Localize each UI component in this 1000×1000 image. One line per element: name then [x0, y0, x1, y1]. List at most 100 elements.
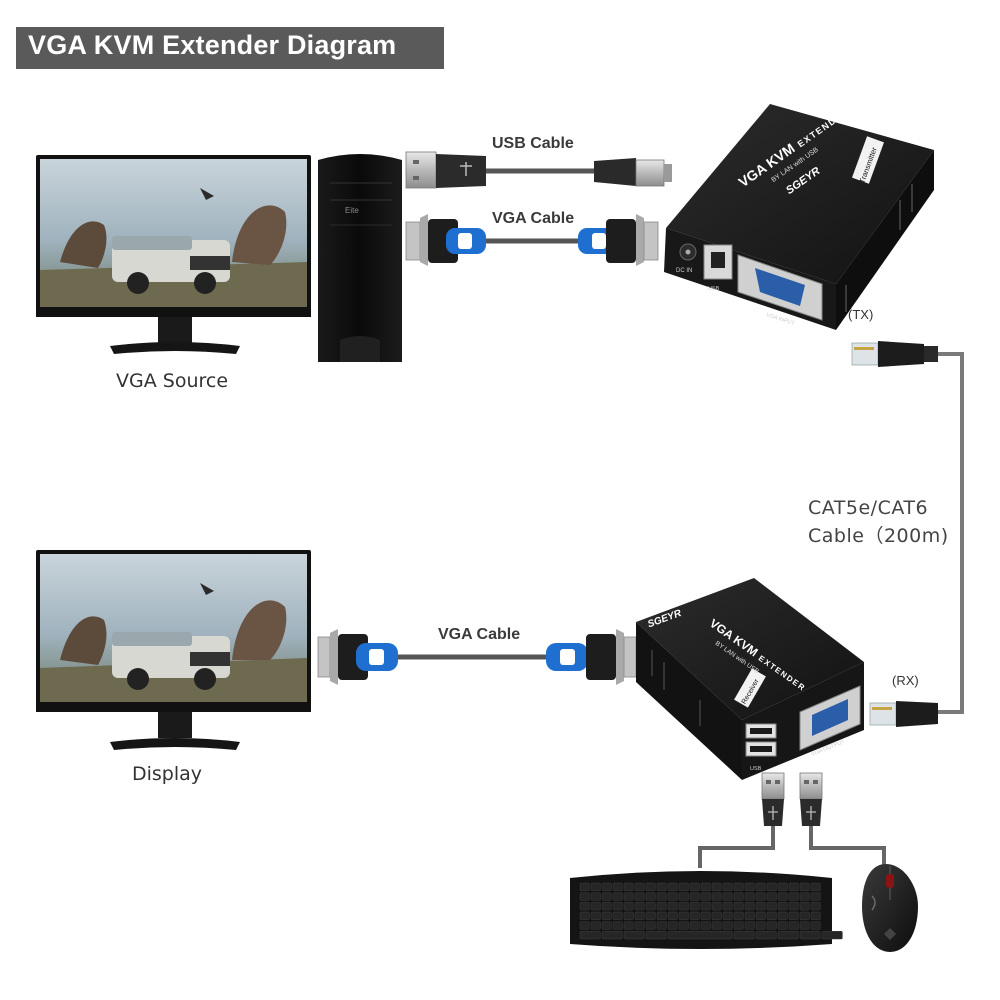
keyboard-icon [570, 871, 843, 949]
usb-cable-mouse-line [809, 826, 886, 868]
keyboard-key [711, 921, 722, 930]
keyboard-key [667, 882, 678, 891]
transmitter-device-icon [664, 104, 934, 330]
display-label: Display [132, 763, 203, 785]
keyboard-key [799, 892, 810, 901]
keyboard-key [634, 921, 645, 930]
keyboard-key [766, 882, 777, 891]
rx-label: (RX) [892, 673, 919, 688]
keyboard-key [590, 882, 601, 891]
keyboard-key [810, 882, 821, 891]
keyboard-key [601, 911, 612, 920]
keyboard-key [722, 921, 733, 930]
vga-plug-left-icon [405, 214, 486, 266]
keyboard-key [744, 892, 755, 901]
keyboard-key [733, 911, 744, 920]
keyboard-key [744, 902, 755, 911]
keyboard-key [656, 902, 667, 911]
keyboard-key [810, 911, 821, 920]
vga-cable-label-bottom: VGA Cable [438, 626, 521, 643]
keyboard-key [722, 911, 733, 920]
keyboard-key [645, 882, 656, 891]
usb-plug-keyboard-icon [761, 772, 785, 826]
keyboard-key [612, 892, 623, 901]
keyboard-key [777, 892, 788, 901]
keyboard-key [733, 921, 744, 930]
keyboard-key [590, 911, 601, 920]
usb-b-plug-icon [594, 158, 672, 187]
keyboard-key [579, 931, 601, 940]
keyboard-key [601, 902, 612, 911]
keyboard-key [678, 902, 689, 911]
keyboard-key [667, 892, 678, 901]
keyboard-key [623, 882, 634, 891]
keyboard-key [656, 882, 667, 891]
keyboard-key [645, 921, 656, 930]
rj45-plug-tx-icon [851, 341, 938, 367]
keyboard-key [689, 882, 700, 891]
keyboard-key [634, 902, 645, 911]
keyboard-key [788, 892, 799, 901]
keyboard-key [667, 921, 678, 930]
display-monitor-icon [36, 550, 311, 750]
vga-plug-display-icon [317, 629, 398, 685]
keyboard-key [777, 931, 799, 940]
keyboard-key [689, 921, 700, 930]
keyboard-key [634, 911, 645, 920]
title-banner [16, 27, 444, 69]
keyboard-key [623, 921, 634, 930]
keyboard-key [689, 892, 700, 901]
keyboard-key [634, 882, 645, 891]
keyboard-key [799, 921, 810, 930]
keyboard-key [656, 892, 667, 901]
keyboard-key [799, 911, 810, 920]
keyboard-key [777, 882, 788, 891]
keyboard-key [645, 911, 656, 920]
keyboard-key [744, 882, 755, 891]
keyboard-key [722, 902, 733, 911]
keyboard-key [678, 921, 689, 930]
keyboard-key [579, 911, 590, 920]
keyboard-key [601, 892, 612, 901]
transmitter-dc-in-label: DC IN [676, 268, 692, 274]
keyboard-key [755, 911, 766, 920]
transmitter-usb-label: USB [708, 286, 720, 292]
keyboard-key [590, 892, 601, 901]
keyboard-key [689, 911, 700, 920]
cat-cable-label-line2: Cable（200m) [808, 525, 949, 547]
keyboard-key [579, 902, 590, 911]
source-monitor-icon [36, 155, 311, 354]
keyboard-key [634, 892, 645, 901]
keyboard-key [590, 902, 601, 911]
keyboard-key [700, 892, 711, 901]
keyboard-key [733, 892, 744, 901]
keyboard-key [766, 911, 777, 920]
keyboard-key [799, 882, 810, 891]
keyboard-key [788, 921, 799, 930]
keyboard-key [579, 892, 590, 901]
keyboard-key [755, 902, 766, 911]
keyboard-key [656, 911, 667, 920]
keyboard-key [700, 882, 711, 891]
keyboard-key [766, 921, 777, 930]
keyboard-key [777, 911, 788, 920]
receiver-device-icon [636, 578, 864, 780]
keyboard-key [678, 911, 689, 920]
keyboard-key [810, 892, 821, 901]
keyboard-key [788, 911, 799, 920]
keyboard-key [788, 882, 799, 891]
diagram-title: VGA KVM Extender Diagram [28, 30, 397, 60]
keyboard-key [755, 921, 766, 930]
keyboard-key [678, 882, 689, 891]
keyboard-key [689, 902, 700, 911]
keyboard-key [667, 931, 733, 940]
keyboard-key [623, 931, 645, 940]
rj45-plug-rx-icon [869, 701, 938, 727]
keyboard-key [711, 902, 722, 911]
keyboard-key [711, 911, 722, 920]
keyboard-key [612, 911, 623, 920]
keyboard-key [645, 902, 656, 911]
keyboard-key [799, 931, 821, 940]
keyboard-key [799, 902, 810, 911]
